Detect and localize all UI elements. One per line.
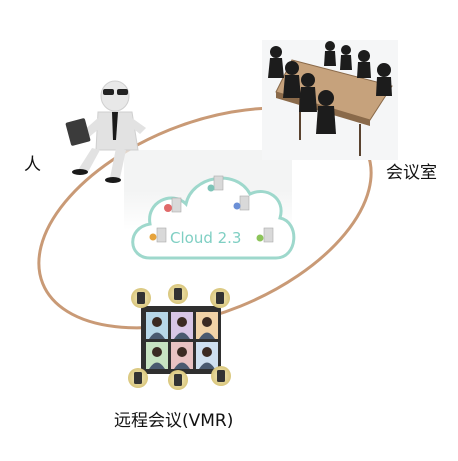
server-icon: [149, 227, 167, 243]
device-icon: [131, 288, 151, 308]
video-tile: [146, 342, 168, 369]
device-icon: [210, 288, 230, 308]
video-tile: [171, 342, 193, 369]
device-icon: [211, 366, 231, 386]
server-icon: [256, 227, 274, 243]
video-tile: [196, 342, 218, 369]
video-tile: [196, 312, 218, 339]
server-icon: [164, 197, 182, 213]
video-tile: [146, 312, 168, 339]
device-icon: [128, 368, 148, 388]
server-icon: [207, 175, 224, 192]
device-icons: [128, 284, 231, 390]
businessman-figure: [65, 80, 146, 183]
device-icon: [168, 284, 188, 304]
server-icon: [233, 195, 250, 211]
cloud-title: Cloud 2.3: [170, 229, 242, 247]
cloud-icon: [131, 175, 296, 260]
device-icon: [168, 370, 188, 390]
label-meeting-room: 会议室: [386, 163, 437, 183]
video-tile: [171, 312, 193, 339]
video-wall-screen: [141, 306, 221, 374]
conference-table-figures: [262, 40, 398, 160]
label-vmr: 远程会议(VMR): [114, 411, 234, 431]
label-person: 人: [24, 155, 41, 175]
